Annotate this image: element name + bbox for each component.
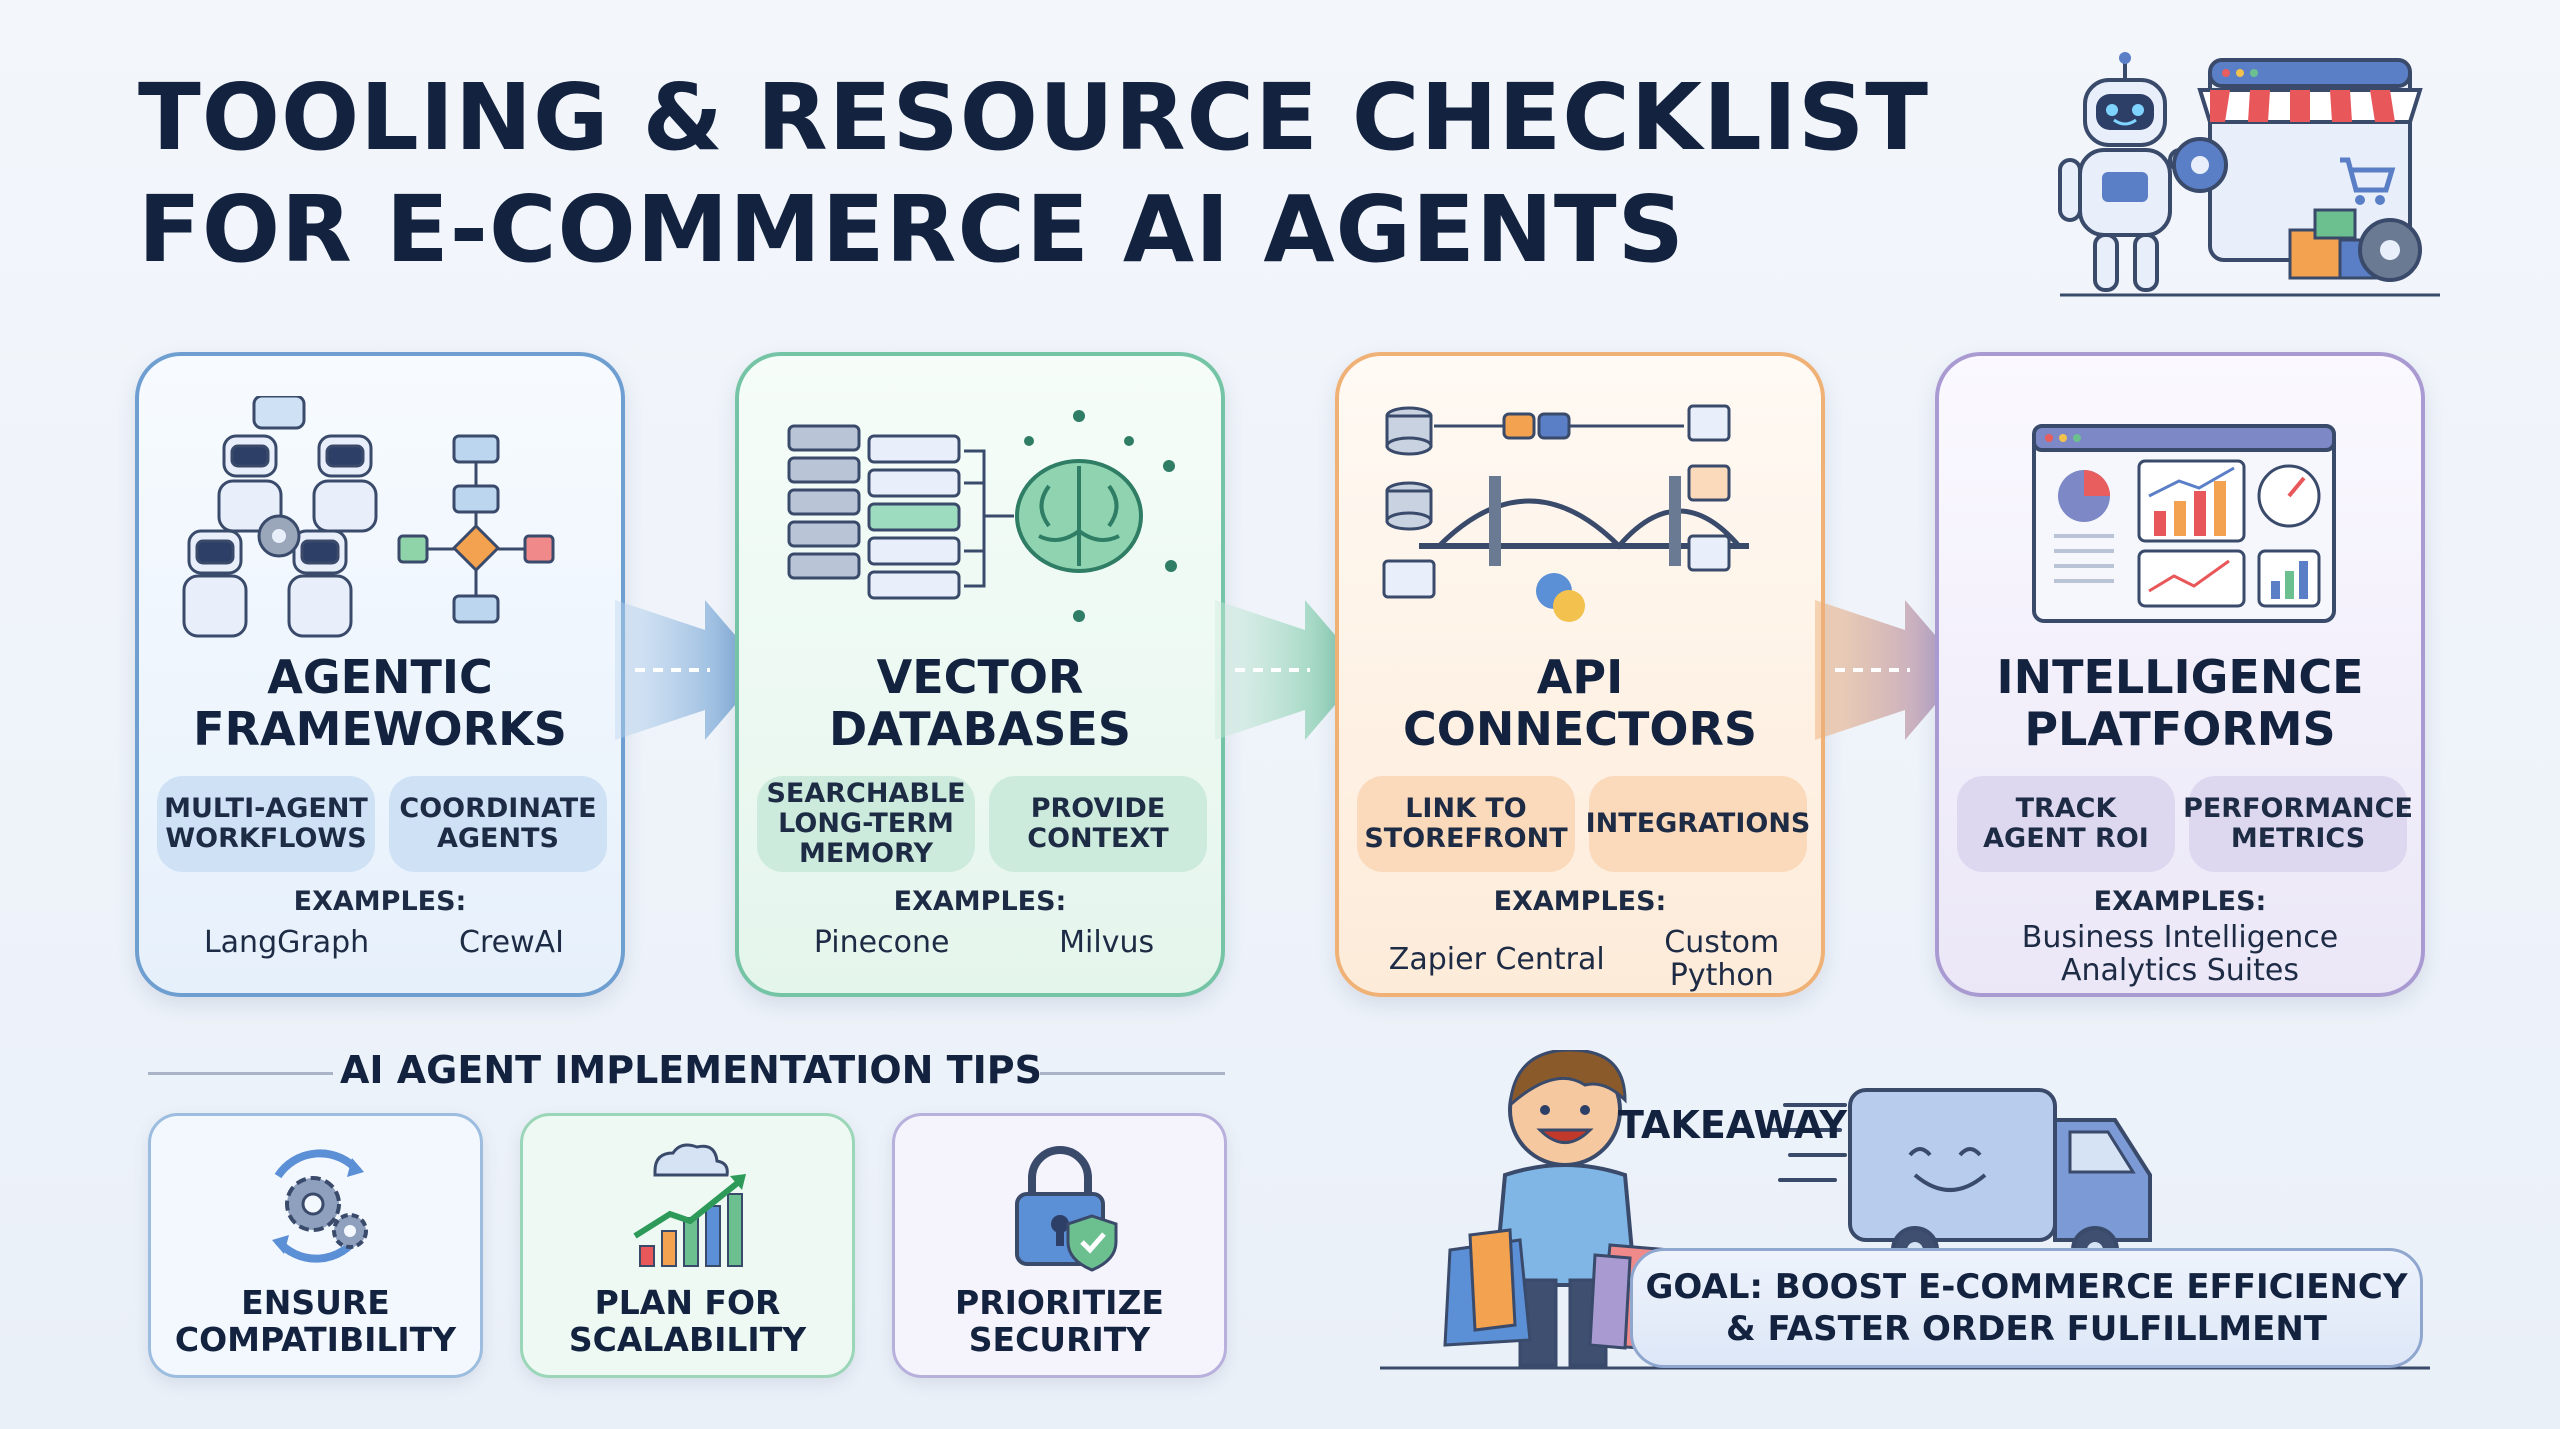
divider: [148, 1072, 333, 1075]
goal-line-2: & FASTER ORDER FULFILLMENT: [1725, 1309, 2327, 1349]
goal-banner: GOAL: BOOST E-COMMERCE EFFICIENCY & FAST…: [1630, 1248, 2423, 1368]
tip-label: ENSURE COMPATIBILITY: [174, 1283, 457, 1359]
api-bridge-icon: [1382, 404, 1749, 622]
card-title: API CONNECTORS: [1402, 650, 1758, 756]
example-item: Pinecone: [813, 925, 950, 960]
title-line-1: TOOLING & RESOURCE CHECKLIST: [138, 64, 1929, 171]
example-item: Analytics Suites: [2060, 953, 2299, 988]
flow-arrow-icon: [1215, 600, 1365, 740]
examples-label: EXAMPLES:: [893, 886, 1067, 917]
tip-ensure-compatibility: ENSURE COMPATIBILITY: [148, 1113, 483, 1378]
examples-list: Business Intelligence Analytics Suites: [1939, 921, 2421, 987]
tag-integrations: INTEGRATIONS: [1586, 776, 1810, 872]
card-title: VECTOR DATABASES: [829, 650, 1131, 756]
examples-label: EXAMPLES:: [2093, 886, 2267, 917]
robot-storefront-illustration: [2058, 52, 2440, 297]
divider: [1040, 1072, 1225, 1075]
tip-label: PLAN FOR SCALABILITY: [568, 1283, 807, 1359]
page-title: TOOLING & RESOURCE CHECKLIST FOR E-COMME…: [138, 62, 2038, 286]
example-item: CrewAI: [459, 925, 565, 960]
example-item: Zapier Central: [1388, 941, 1605, 977]
flow-arrow-icon: [615, 600, 765, 740]
growth-chart-icon: [633, 1143, 746, 1267]
examples-label: EXAMPLES:: [293, 886, 467, 917]
example-item: Milvus: [1059, 925, 1155, 960]
tip-label: PRIORITIZE SECURITY: [955, 1283, 1164, 1359]
database-brain-icon: [787, 410, 1177, 622]
tips-heading: AI AGENT IMPLEMENTATION TIPS: [340, 1048, 1042, 1092]
shopper-delivery-illustration: [1380, 1050, 2430, 1370]
analytics-dashboard-icon: [2032, 424, 2336, 623]
gears-cycle-icon: [272, 1149, 368, 1263]
example-item: Business Intelligence: [2021, 920, 2339, 955]
examples-label: EXAMPLES:: [1493, 886, 1667, 917]
tip-plan-for-scalability: PLAN FOR SCALABILITY: [520, 1113, 855, 1378]
card-title: INTELLIGENCE PLATFORMS: [1996, 650, 2364, 756]
examples-list: LangGraph CrewAI: [159, 926, 609, 959]
lock-shield-icon: [1015, 1146, 1118, 1272]
robots-workflow-icon: [182, 396, 555, 638]
title-line-2: FOR E-COMMERCE AI AGENTS: [138, 176, 1685, 283]
flow-arrow-icon: [1815, 600, 1965, 740]
goal-line-1: GOAL: BOOST E-COMMERCE EFFICIENCY: [1645, 1267, 2408, 1307]
takeaway-label: TAKEAWAY: [1618, 1103, 1847, 1147]
examples-list: Pinecone Milvus: [759, 926, 1209, 959]
tip-prioritize-security: PRIORITIZE SECURITY: [892, 1113, 1227, 1378]
card-title: AGENTIC FRAMEWORKS: [193, 650, 567, 756]
example-item: LangGraph: [203, 925, 370, 960]
